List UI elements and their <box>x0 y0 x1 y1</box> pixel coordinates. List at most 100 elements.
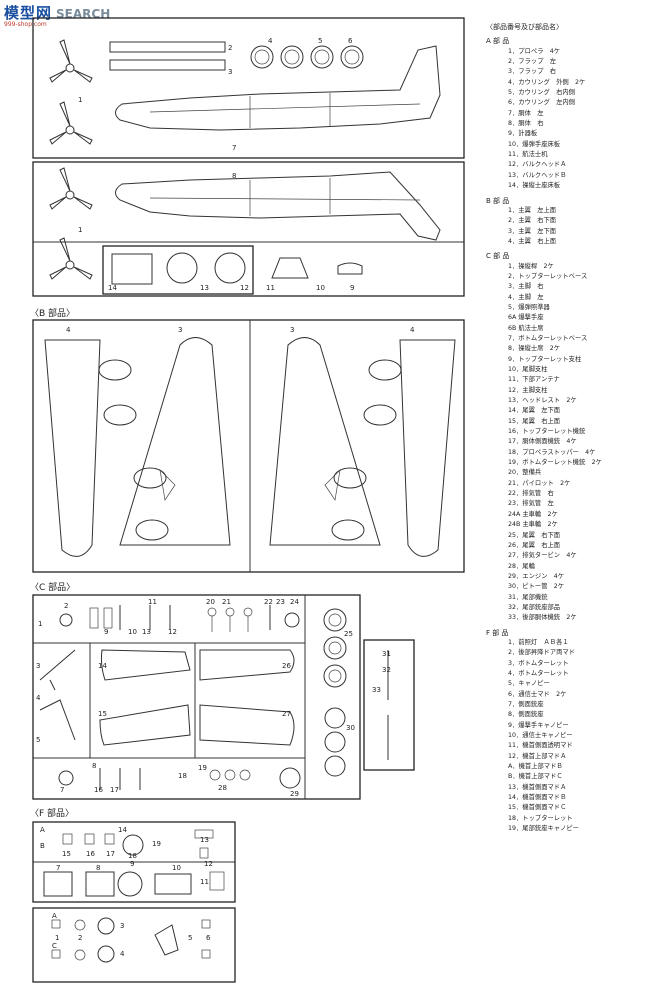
part-number-label: 10 <box>128 628 137 636</box>
parts-list-item: 8．操縦士席 2ケ <box>508 345 561 353</box>
part-number-label: 3 <box>228 68 232 76</box>
part-number-label: C <box>52 942 57 950</box>
sprue-b <box>32 319 465 573</box>
parts-list-item: 9．トップターレット支柱 <box>508 355 582 363</box>
parts-list-item: 10．尾脚支柱 <box>508 366 548 373</box>
parts-list-item: 4．ボトムターレット <box>508 669 569 677</box>
parts-list-item: 21．パイロット 2ケ <box>508 479 571 487</box>
part-number-label: 22 <box>264 598 273 606</box>
part-number-label: 1 <box>38 620 42 628</box>
parts-list-item: 6．カウリング 左内側 <box>508 99 575 107</box>
parts-list-item: 33．後部胴体機銃 2ケ <box>508 614 577 622</box>
part-number-label: 3 <box>290 326 294 334</box>
part-number-label: A <box>40 826 45 834</box>
parts-list-item: 17．胴体側面機銃 4ケ <box>508 438 577 446</box>
section-c-label: 〈C 部品〉 <box>30 583 76 593</box>
part-number-label: 4 <box>268 37 273 45</box>
part-number-label: 8 <box>92 762 96 770</box>
part-number-label: 18 <box>128 852 137 860</box>
part-number-label: 14 <box>118 826 127 834</box>
part-number-label: 13 <box>200 836 209 844</box>
part-number-label: 11 <box>148 598 157 606</box>
sprue-a <box>32 17 465 297</box>
parts-list-item: 6A 爆撃手座 <box>508 314 544 322</box>
part-number-label: B <box>40 842 45 850</box>
parts-list-item: 29．エンジン 4ケ <box>508 572 565 580</box>
parts-list-item: 9．計器板 <box>508 130 538 138</box>
part-number-label: 9 <box>350 284 354 292</box>
parts-list-item: 5．爆弾照準器 <box>508 303 550 311</box>
part-number-label: 23 <box>276 598 285 606</box>
parts-list-item: 7．胴体 左 <box>508 109 544 117</box>
parts-list-item: 3．主翼 左下面 <box>508 227 557 235</box>
parts-group-header: C 部 品 <box>486 252 510 261</box>
part-number-label: 17 <box>110 786 119 794</box>
parts-list-item: A．機首上部マドＢ <box>508 763 563 771</box>
parts-list-item: 2．トップターレットベース <box>508 272 588 280</box>
parts-list-item: 31．尾部機銃 <box>508 593 548 601</box>
part-number-label: 12 <box>240 284 249 292</box>
parts-list-item: 11．機首側面透明マド <box>508 742 573 750</box>
part-number-label: 26 <box>282 662 291 670</box>
parts-list-item: 12．バルクヘッドＡ <box>508 161 567 169</box>
parts-list-title: 〈部品番号及び部品名〉 <box>486 23 563 31</box>
part-number-label: 19 <box>152 840 161 848</box>
part-number-label: 2 <box>228 44 232 52</box>
parts-list-item: 15．機首側面マドＣ <box>508 804 567 812</box>
parts-list-item: 14．機首側面マドＢ <box>508 794 567 802</box>
part-number-label: 11 <box>200 878 209 886</box>
part-number-label: 5 <box>188 934 192 942</box>
parts-list-item: 4．主脚 左 <box>508 293 544 301</box>
part-number-label: 1 <box>55 934 59 942</box>
parts-list-item: 30．ピトー管 2ケ <box>508 583 565 591</box>
fuselage-right <box>115 171 441 241</box>
part-number-label: 3 <box>120 922 124 930</box>
part-number-label: 17 <box>106 850 115 858</box>
parts-list-item: 8．側面銃座 <box>508 711 544 719</box>
parts-list-item: 4．カウリング 外側 2ケ <box>508 78 586 86</box>
part-number-label: 1 <box>78 96 82 104</box>
parts-list-item: 1．プロペラ 4ケ <box>508 47 561 55</box>
parts-list-item: 1．前照灯 ＡＢ各１ <box>508 638 569 646</box>
part-number-label: 33 <box>372 686 381 694</box>
parts-list-item: 7．側面銃座 <box>508 701 544 708</box>
parts-list-item: 13．バルクヘッドＢ <box>508 171 567 179</box>
part-number-label: 25 <box>344 630 353 638</box>
part-number-label: 4 <box>120 950 125 958</box>
parts-list-item: 3．フラップ 右 <box>508 68 557 76</box>
part-number-label: 5 <box>36 736 40 744</box>
parts-list-item: 20．整備兵 <box>508 469 542 477</box>
parts-list-item: 4．主翼 右上面 <box>508 237 557 245</box>
parts-list-item: 16．トップターレット機銃 <box>508 428 586 436</box>
part-number-label: 6 <box>206 934 211 942</box>
part-number-label: 32 <box>382 666 391 674</box>
part-number-label: 11 <box>266 284 275 292</box>
part-number-label: 4 <box>36 694 41 702</box>
parts-list-item: 2．後部昇降ドア両マド <box>508 649 575 657</box>
propeller-part <box>49 39 93 280</box>
section-b-label: 〈B 部品〉 <box>30 309 76 319</box>
parts-list-item: 12．機首上部マドＡ <box>508 752 567 760</box>
parts-list-item: 18．プロペラストッパー 4ケ <box>508 448 596 456</box>
parts-list-item: 26．尾翼 右上面 <box>508 541 561 549</box>
parts-list-item: 3．主脚 右 <box>508 283 544 291</box>
parts-list-item: 15．尾翼 右上面 <box>508 417 561 425</box>
part-number-label: 8 <box>232 172 236 180</box>
parts-list-item: 7．ボトムターレットベース <box>508 334 588 342</box>
part-number-label: 31 <box>382 650 391 658</box>
parts-group-header: B 部 品 <box>486 196 510 205</box>
part-number-label: 13 <box>142 628 151 636</box>
parts-list-item: 14．尾翼 左下面 <box>508 407 561 415</box>
sprue-f <box>32 821 236 983</box>
part-number-label: 12 <box>168 628 177 636</box>
part-number-label: A <box>52 912 57 920</box>
parts-list-item: 2．主翼 右下面 <box>508 217 557 225</box>
parts-list-item: 28．尾輪 <box>508 562 535 570</box>
part-number-label: 30 <box>346 724 355 732</box>
part-number-label: 1 <box>78 226 82 234</box>
part-number-label: 4 <box>410 326 415 334</box>
